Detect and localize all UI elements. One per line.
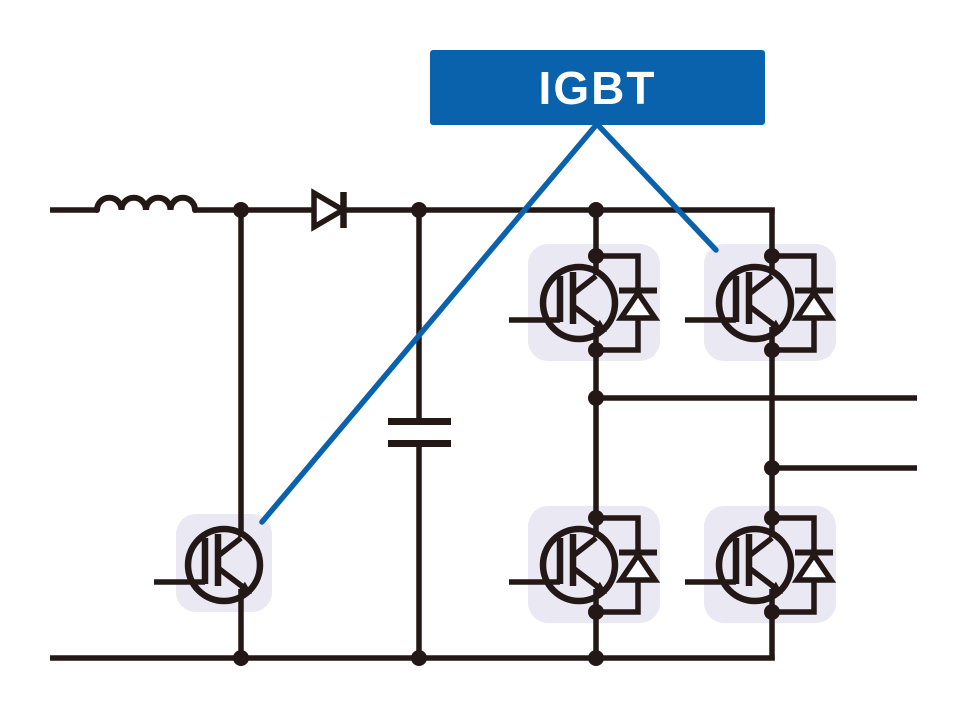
capacitor-symbol [388, 418, 451, 447]
igbt-label-text: IGBT [539, 62, 657, 114]
igbt-label-box: IGBT [430, 50, 765, 125]
junction-dots [233, 202, 780, 666]
diode-symbol [311, 188, 349, 232]
inductor-symbol [94, 194, 198, 213]
